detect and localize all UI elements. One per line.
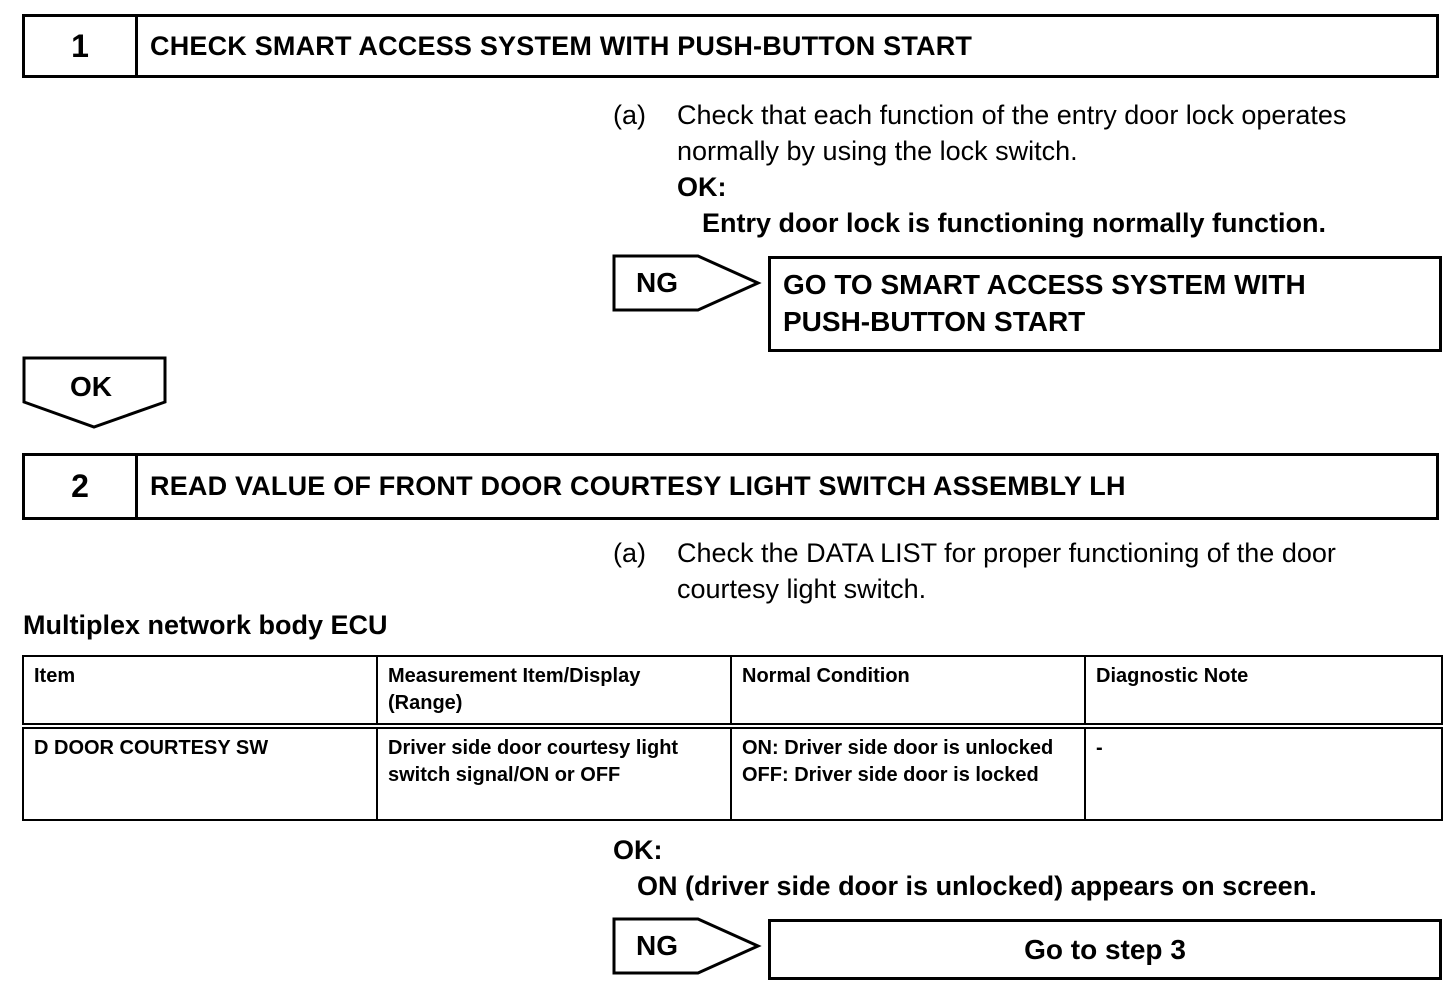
step-2-instruction: Check the DATA LIST for proper functioni… xyxy=(677,535,1447,607)
step-1-ng-result-line1: GO TO SMART ACCESS SYSTEM WITH xyxy=(783,269,1306,300)
column-header-diagnostic-note: Diagnostic Note xyxy=(1084,655,1443,729)
step-2-number: 2 xyxy=(25,456,138,517)
step-1-header: 1 CHECK SMART ACCESS SYSTEM WITH PUSH-BU… xyxy=(22,14,1439,78)
step-1-item-marker: (a) xyxy=(613,100,646,130)
step-1-ok-label: OK: xyxy=(677,172,727,202)
step-1-ng-label: NG xyxy=(636,267,678,298)
step-2-instruction-line1: Check the DATA LIST for proper functioni… xyxy=(677,538,1336,568)
ok-down-arrow: OK xyxy=(22,356,167,429)
table-caption: Multiplex network body ECU xyxy=(23,610,388,640)
step-2-title: READ VALUE OF FRONT DOOR COURTESY LIGHT … xyxy=(150,471,1126,501)
cell-item: D DOOR COURTESY SW xyxy=(22,725,378,821)
step-2-ng-arrow: NG xyxy=(612,917,762,975)
step-1-ng-result-line2: PUSH-BUTTON START xyxy=(783,306,1086,337)
normal-condition-off: OFF: Driver side door is locked xyxy=(742,764,1039,786)
cell-diagnostic-note: - xyxy=(1084,725,1443,821)
column-header-item: Item xyxy=(22,655,378,729)
step-2-ng-result: Go to step 3 xyxy=(1024,934,1186,965)
normal-condition-on: ON: Driver side door is unlocked xyxy=(742,737,1054,759)
column-header-measurement: Measurement Item/Display (Range) xyxy=(376,655,732,729)
step-2-item-marker: (a) xyxy=(613,538,646,568)
step-1-instruction-line2: normally by using the lock switch. xyxy=(677,136,1078,166)
column-header-normal-condition: Normal Condition xyxy=(730,655,1086,729)
step-2-instruction-line2: courtesy light switch. xyxy=(677,574,927,604)
step-1-instruction-line1: Check that each function of the entry do… xyxy=(677,100,1347,130)
step-1-ng-result-box: GO TO SMART ACCESS SYSTEM WITH PUSH-BUTT… xyxy=(768,256,1442,352)
step-2-ng-result-box: Go to step 3 xyxy=(768,919,1442,980)
step-1-title: CHECK SMART ACCESS SYSTEM WITH PUSH-BUTT… xyxy=(150,30,973,61)
step-1-instruction: Check that each function of the entry do… xyxy=(677,97,1447,241)
step-2-ng-label: NG xyxy=(636,930,678,961)
step-1-ok-text: Entry door lock is functioning normally … xyxy=(702,208,1327,238)
step-2-header: 2 READ VALUE OF FRONT DOOR COURTESY LIGH… xyxy=(22,453,1439,520)
step-1-number: 1 xyxy=(25,17,138,75)
cell-normal-condition: ON: Driver side door is unlocked OFF: Dr… xyxy=(730,725,1086,821)
step-1-ng-arrow: NG xyxy=(612,254,762,312)
table-header-row: Item Measurement Item/Display (Range) No… xyxy=(22,655,1443,729)
ok-arrow-label: OK xyxy=(70,371,112,402)
data-list-table: Item Measurement Item/Display (Range) No… xyxy=(22,655,1443,821)
table-row: D DOOR COURTESY SW Driver side door cour… xyxy=(22,725,1443,821)
step-2-ok-text: ON (driver side door is unlocked) appear… xyxy=(637,871,1317,901)
step-2-ok-label: OK: xyxy=(613,835,663,865)
cell-measurement: Driver side door courtesy light switch s… xyxy=(376,725,732,821)
